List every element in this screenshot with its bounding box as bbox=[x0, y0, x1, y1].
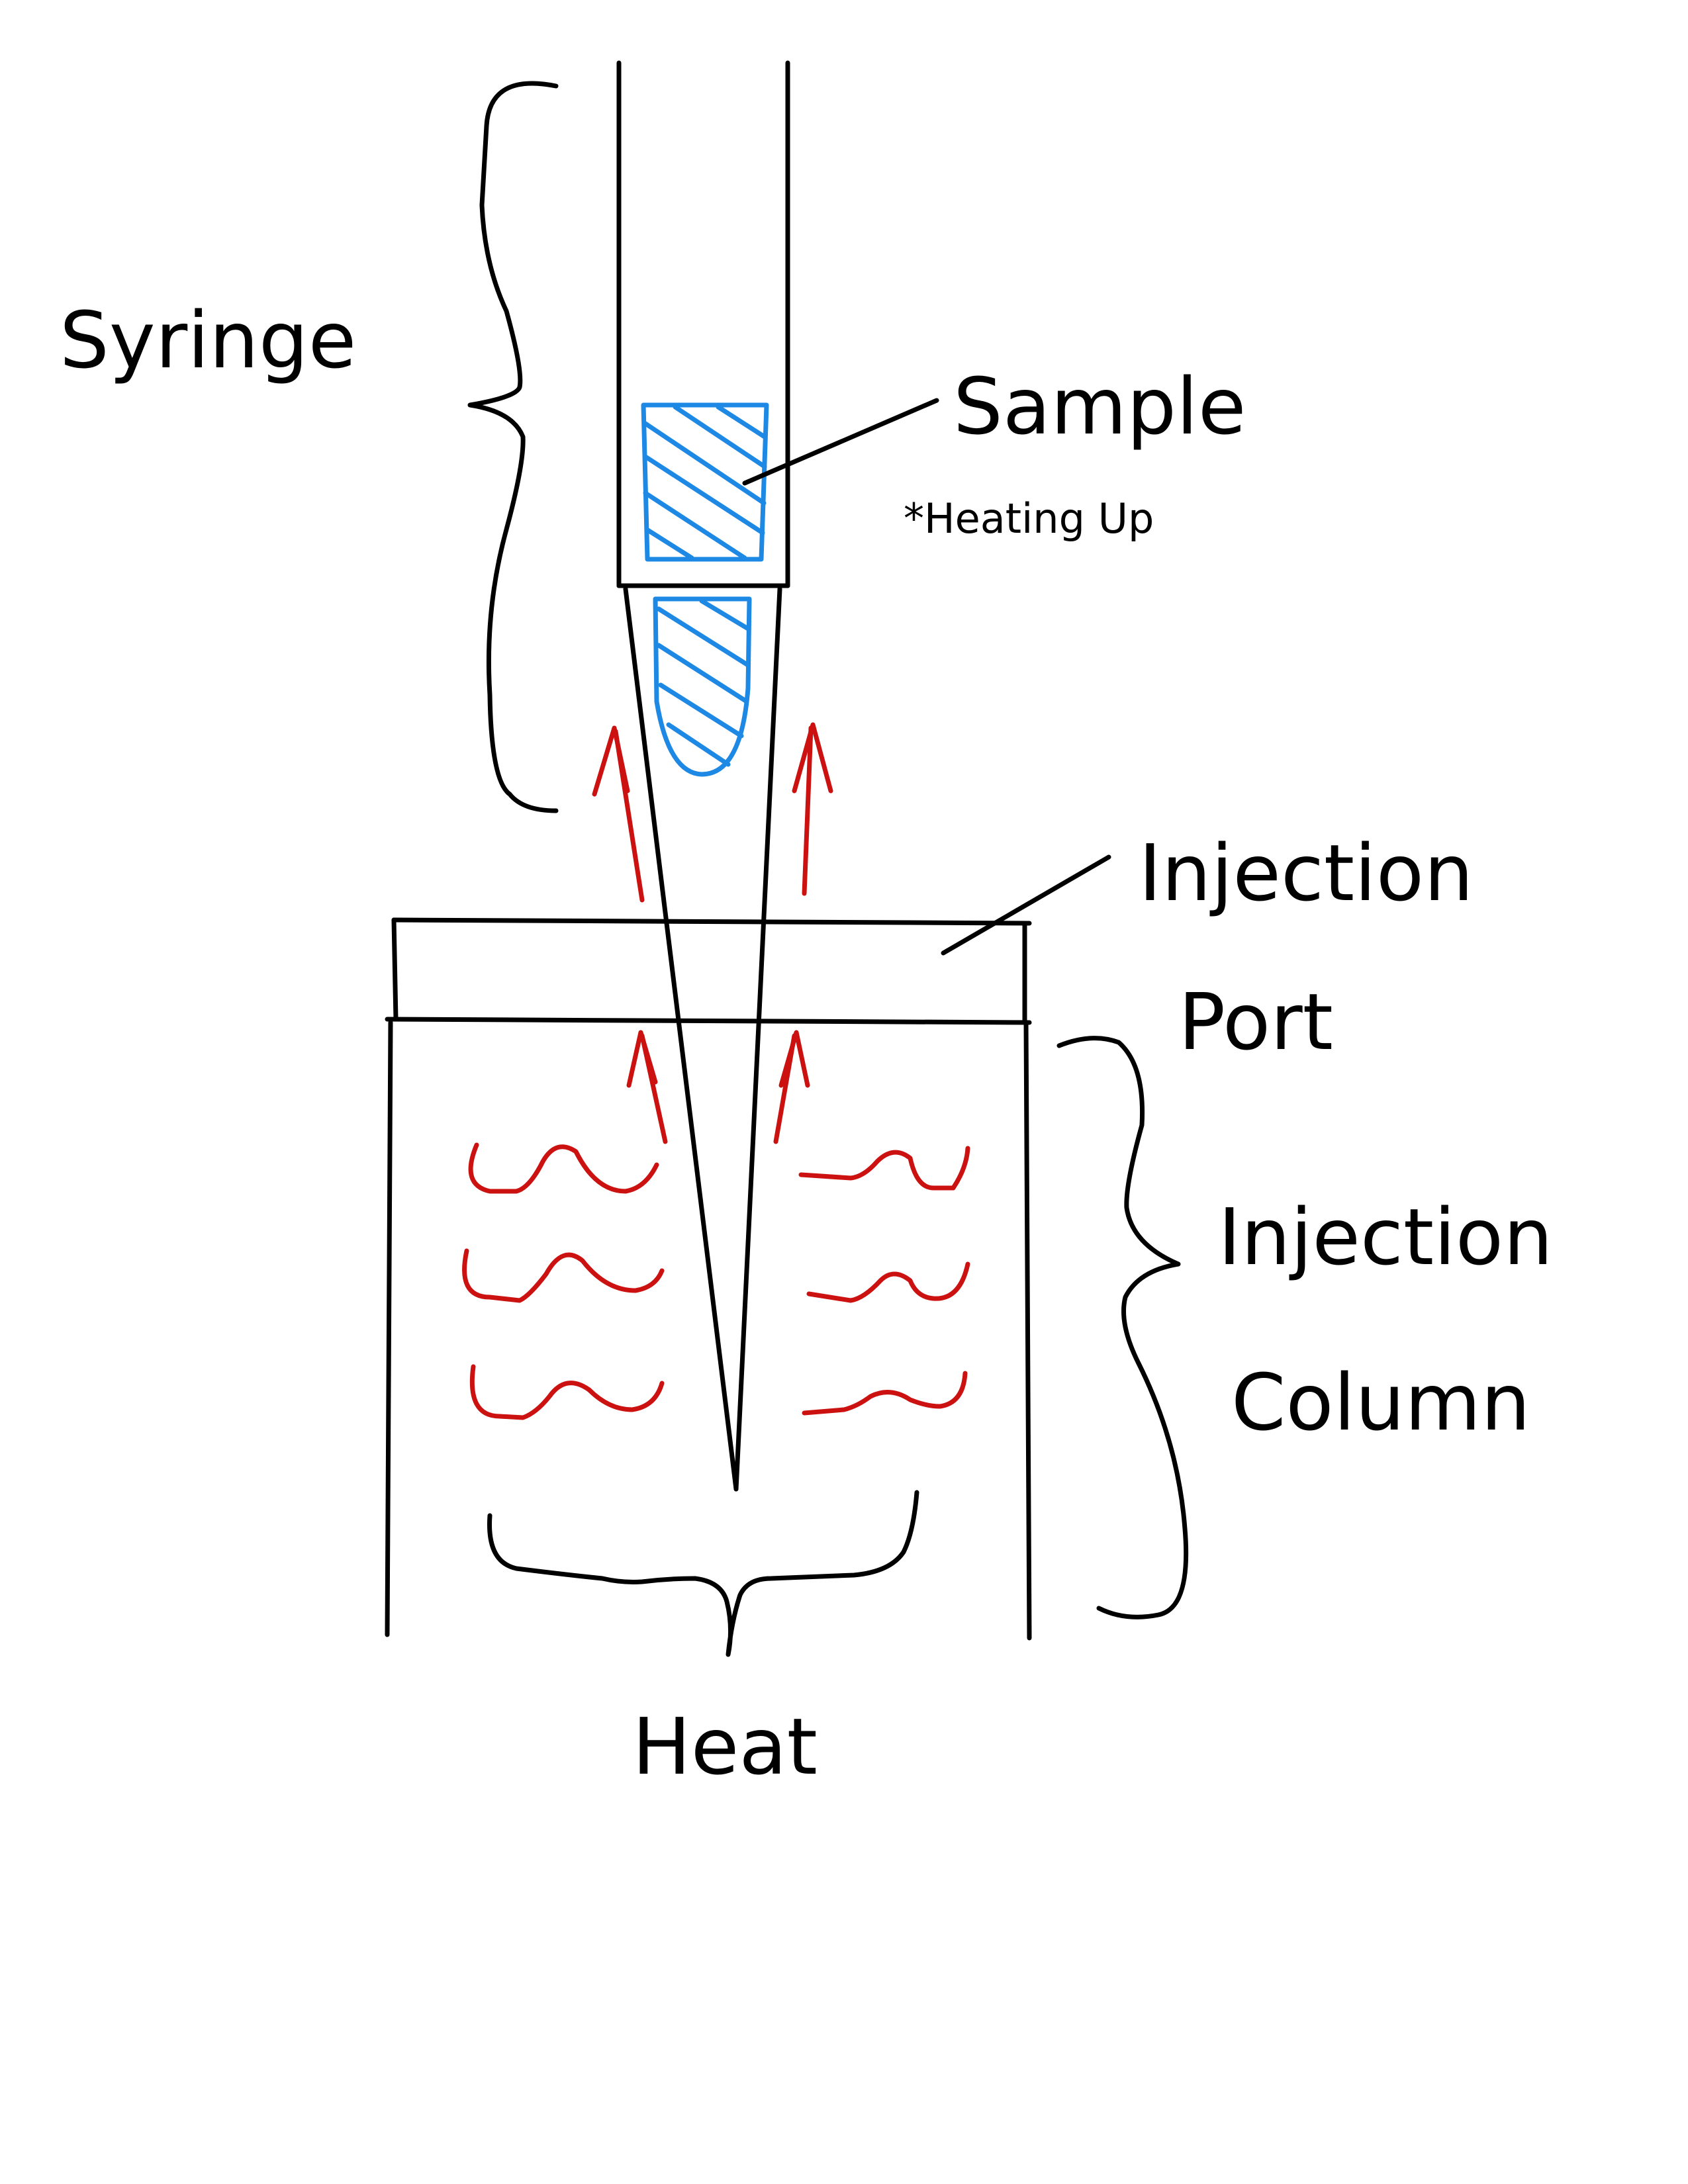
injection-port-label-line2: Port bbox=[1178, 976, 1333, 1068]
injection-port-label-line1: Injection bbox=[1139, 827, 1474, 919]
sample-note-label: *Heating Up bbox=[904, 494, 1154, 543]
sample-in-needle bbox=[653, 596, 752, 777]
heat-label: Heat bbox=[632, 1701, 818, 1792]
sample-in-barrel bbox=[641, 402, 769, 562]
heat-arrows-in-column bbox=[626, 1030, 810, 1144]
syringe-brace bbox=[467, 81, 559, 813]
sample-leader-line bbox=[742, 398, 939, 486]
syringe-barrel bbox=[616, 60, 790, 588]
injection-column-label-line2: Column bbox=[1231, 1357, 1530, 1448]
injection-column bbox=[385, 1020, 1032, 1641]
heat-waves-left bbox=[462, 1142, 665, 1420]
injection-column-label-line1: Injection bbox=[1218, 1191, 1553, 1283]
syringe-label: Syringe bbox=[60, 295, 356, 386]
heat-waves-right bbox=[798, 1146, 970, 1416]
syringe-needle bbox=[623, 586, 782, 1492]
sample-label: Sample bbox=[953, 361, 1246, 452]
heat-arrows-above-port bbox=[592, 722, 833, 903]
injection-port bbox=[385, 917, 1032, 1025]
heat-brace bbox=[487, 1490, 919, 1657]
injection-column-brace bbox=[1056, 1036, 1189, 1619]
injection-port-leader-line bbox=[941, 854, 1111, 956]
